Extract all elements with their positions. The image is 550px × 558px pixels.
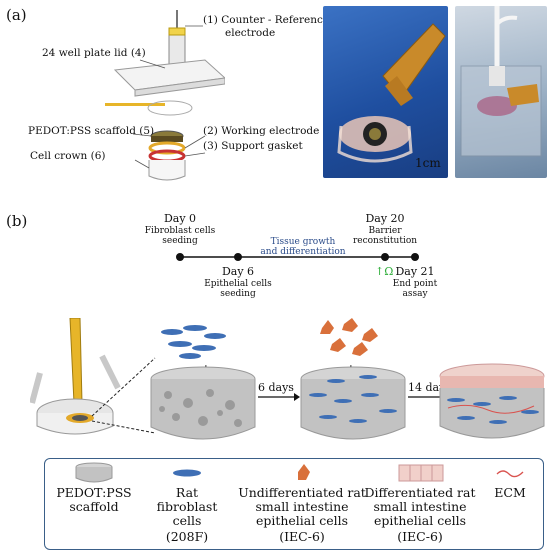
- label-support-gasket: (3) Support gasket: [203, 140, 303, 152]
- timeline-line: [176, 253, 419, 261]
- label-pedot-scaffold: PEDOT:PSS scaffold (5): [28, 125, 155, 137]
- pedot-scaffold-cylinder: [150, 366, 256, 440]
- legend-diff-epithelial-label: Differentiated rat: [364, 485, 476, 500]
- legend-fibroblast-label: Rat: [175, 485, 199, 500]
- epithelial-cells-cluster: [320, 318, 378, 356]
- label-counter-reference-electrode-line2: electrode: [225, 27, 276, 39]
- legend-diff-epithelial-label-line2: small intestine: [373, 499, 467, 514]
- timeline-day21: Day 21: [395, 265, 435, 278]
- legend-diff-epithelial-label-line3: epithelial cells: [373, 513, 467, 528]
- timeline-growth-label: Tissue growth: [270, 237, 336, 247]
- exploded-device-diagram: [105, 10, 225, 181]
- timeline-day20-desc: Barrier: [368, 226, 402, 236]
- timeline-day6-desc-line2: seeding: [220, 289, 256, 299]
- legend-diff-epithelial-icon: [398, 464, 444, 482]
- label-counter-reference-electrode: (1) Counter - Reference: [203, 14, 330, 26]
- legend-epithelial-label-line3: epithelial cells: [255, 513, 349, 528]
- scaffold-with-fibroblasts: [300, 366, 406, 440]
- legend-fibroblast-label-line3: cells: [172, 513, 202, 528]
- device-illustration: [30, 318, 156, 435]
- legend-scaffold-label-line2: scaffold: [69, 499, 119, 514]
- label-working-electrode: (2) Working electrode: [203, 125, 320, 137]
- scale-bar-label: 1cm: [415, 156, 441, 170]
- legend-epithelial-icon: [298, 464, 310, 480]
- device-photo: 1cm: [323, 6, 448, 178]
- timeline-day0: Day 0: [163, 212, 197, 225]
- legend-epithelial-label: Undifferentiated rat: [238, 485, 366, 500]
- arrow1: [258, 393, 300, 401]
- legend-fibroblast-icon: [173, 469, 201, 477]
- legend-fibroblast-label-line2: fibroblast: [156, 499, 218, 514]
- timeline-day20-desc-line2: reconstitution: [352, 236, 418, 246]
- timeline-day6-desc: Epithelial cells: [204, 279, 272, 289]
- arrow1-label: 6 days: [258, 381, 294, 394]
- timeline-omega: ↑Ω: [375, 265, 394, 278]
- legend-epithelial-label-line4: (IEC-6): [279, 529, 325, 544]
- timeline-day21-desc-line2: assay: [402, 289, 428, 299]
- legend-epithelial-label-line2: small intestine: [255, 499, 349, 514]
- legend-scaffold-icon: [75, 462, 113, 483]
- timeline-day6: Day 6: [221, 265, 255, 278]
- label-cell-crown: Cell crown (6): [30, 150, 106, 162]
- well-plate-photo: [455, 6, 547, 178]
- timeline-day0-desc-line2: seeding: [162, 236, 198, 246]
- label-well-plate-lid: 24 well plate lid (4): [42, 47, 146, 59]
- legend-diff-epithelial-label-line4: (IEC-6): [397, 529, 443, 544]
- legend-fibroblast-label-line4: (208F): [165, 529, 209, 544]
- legend-box: [44, 458, 544, 550]
- panel-a-tag: (a): [6, 6, 27, 24]
- legend-ecm-label: ECM: [494, 485, 526, 500]
- timeline-day21-desc: End point: [392, 279, 438, 289]
- timeline-day20: Day 20: [365, 212, 405, 225]
- fibroblast-cells-cluster: [161, 325, 226, 359]
- legend-scaffold-label: PEDOT:PSS: [56, 485, 132, 500]
- timeline-growth-label-line2: and differentiation: [260, 247, 346, 257]
- legend-ecm-icon: [496, 470, 524, 478]
- final-tissue-scaffold: [439, 363, 545, 439]
- timeline-day0-desc: Fibroblast cells: [144, 226, 216, 236]
- panel-b-tag: (b): [6, 212, 28, 230]
